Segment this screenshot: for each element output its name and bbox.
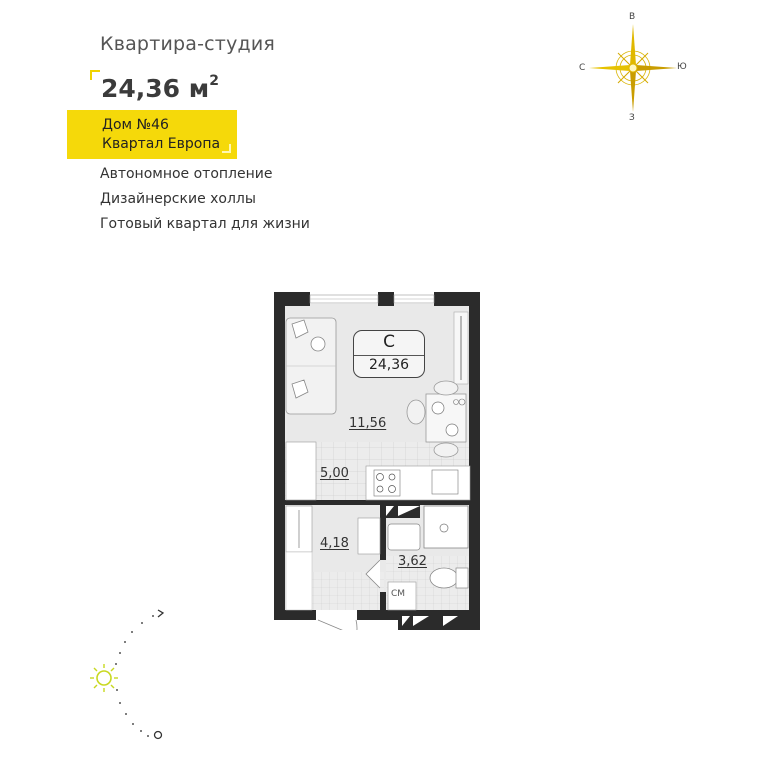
building-badge: Дом №46 Квартал Европа xyxy=(67,110,237,159)
apartment-area: 24,36 м2 xyxy=(101,72,219,103)
room-area-kitchen: 5,00 xyxy=(320,466,349,481)
studio-type-badge: С 24,36 xyxy=(353,330,425,378)
building-number: Дом №46 xyxy=(102,117,169,133)
studio-type-label: С xyxy=(383,332,395,352)
room-area-bathroom: 3,62 xyxy=(398,554,427,569)
compass-rose: В З С Ю xyxy=(579,10,690,125)
studio-total-area: 24,36 xyxy=(354,355,424,373)
compass-label-right: Ю xyxy=(677,62,687,72)
sun-path-arc xyxy=(115,609,165,740)
sun-path-indicator xyxy=(80,600,180,750)
floor-plan: 11,56 5,00 4,18 3,62 СМ xyxy=(274,292,480,630)
room-area-living: 11,56 xyxy=(349,416,387,431)
feature-item: Дизайнерские холлы xyxy=(100,191,256,207)
corner-accent xyxy=(90,70,100,80)
apartment-type-title: Квартира-студия xyxy=(100,33,276,55)
compass-label-bottom: З xyxy=(629,113,635,123)
quarter-name: Квартал Европа xyxy=(102,136,221,152)
feature-item: Автономное отопление xyxy=(100,166,273,182)
compass-label-top: В xyxy=(629,12,636,22)
compass-star-icon xyxy=(589,24,677,112)
area-unit-sup: 2 xyxy=(209,72,219,89)
floor-plan-drawing xyxy=(274,292,480,630)
compass-label-left: С xyxy=(579,63,586,73)
feature-item: Готовый квартал для жизни xyxy=(100,216,310,232)
sun-icon xyxy=(90,664,118,692)
washer-label: СМ xyxy=(391,589,406,599)
room-area-hallway: 4,18 xyxy=(320,536,349,551)
corner-accent xyxy=(222,144,231,153)
area-value: 24,36 м xyxy=(101,74,210,103)
